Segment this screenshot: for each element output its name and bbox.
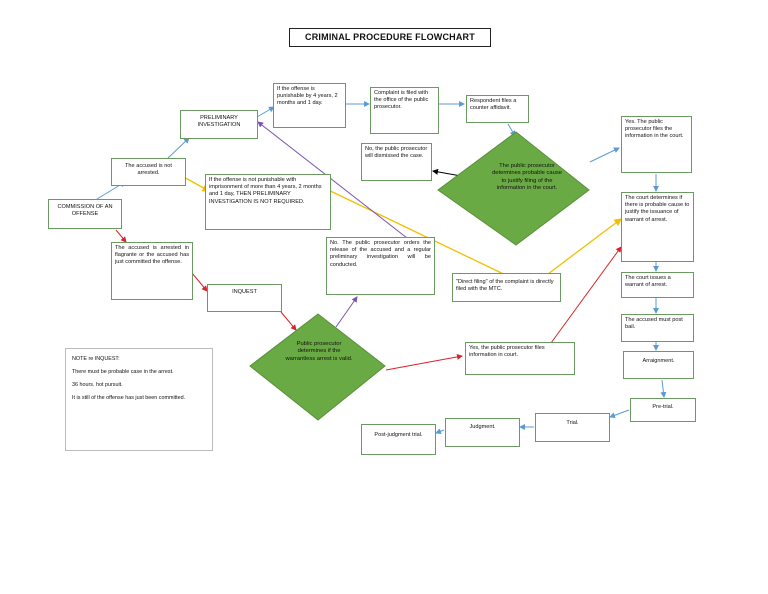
edge-arraignment-to-pretrial: [660, 379, 667, 398]
note-line-1: There must be probable case in the arres…: [72, 369, 174, 375]
edge-direct-to-court: [547, 218, 623, 275]
edge-prelim-to-punishable: [256, 106, 275, 118]
edge-commission-to-arrested: [115, 229, 127, 243]
edge-diamond-to-yes-info: [385, 353, 463, 371]
node-dismiss: No, the public prosecutor will dismissed…: [361, 143, 432, 181]
node-release: No. The public prosecutor orders the rel…: [326, 237, 435, 295]
node-court-determines: The court determines if there is probabl…: [621, 192, 694, 262]
diamond-probable-cause-label: The public prosecutor determines probabl…: [492, 163, 562, 192]
node-punishable: If the offense is punishable by 4 years,…: [273, 83, 346, 128]
edge-not-arrested-to-prelim: [165, 137, 190, 161]
node-counter-affidavit: Respondent files a counter affidavit.: [466, 95, 529, 123]
edge-release-to-prelim: [257, 121, 408, 239]
node-prelim: PRELIMINARY INVESTIGATION: [180, 110, 258, 139]
node-judgment: Judgment.: [445, 418, 520, 447]
diamond-warrantless: [249, 313, 386, 421]
node-court-issues: The court issues a warrant of arrest.: [621, 272, 694, 298]
diamond-warrantless-label: Public prosecutor determines if the warr…: [285, 341, 353, 362]
node-direct-filing: "Direct filing" of the complaint is dire…: [452, 273, 561, 302]
edge-pretrial-to-trial: [609, 409, 630, 419]
edge-diamond-to-release: [335, 296, 358, 328]
inquest-note: NOTE re INQUEST: There must be probable …: [65, 348, 213, 451]
node-post-judgment: Post-judgment trial.: [361, 424, 436, 455]
node-not-punishable: If the offense is not punishable with im…: [205, 174, 331, 230]
note-line-3: It is still of the offense has just been…: [72, 395, 186, 401]
edge-arrested-to-inquest: [191, 272, 208, 292]
node-yes-files-info: Yes, the public prosecutor files informa…: [465, 342, 575, 375]
node-arraignment: Arraignment.: [623, 351, 694, 379]
node-trial: Trial.: [535, 413, 610, 442]
edge-not-punishable-to-direct: [319, 185, 516, 280]
note-heading: NOTE re INQUEST:: [72, 356, 120, 362]
edge-diamond-to-yes-files: [589, 147, 620, 163]
note-line-2: 36 hours. hot pursuit.: [72, 382, 123, 388]
node-pretrial: Pre-trial.: [630, 398, 696, 422]
node-arrested-flagrante: The accused is arrested in flagrante or …: [111, 242, 193, 300]
edge-inquest-to-diamond: [280, 311, 297, 331]
node-inquest: INQUEST: [207, 284, 282, 312]
node-complaint-filed: Complaint is filed with the office of th…: [370, 87, 439, 134]
node-yes-files-court: Yes. The public prosecutor files the inf…: [621, 116, 692, 173]
page-title: CRIMINAL PROCEDURE FLOWCHART: [289, 28, 491, 47]
node-post-bail: The accused must post bail.: [621, 314, 694, 342]
diamond-probable-cause: [437, 131, 590, 246]
edge-yes-info-to-court: [550, 246, 622, 344]
edge-not-arrested-to-not-punishable: [181, 175, 211, 192]
node-commission: COMMISSION OF AN OFFENSE: [48, 199, 122, 229]
node-not-arrested: The accused is not arrested.: [111, 158, 186, 186]
edge-judgment-to-post: [435, 428, 445, 435]
